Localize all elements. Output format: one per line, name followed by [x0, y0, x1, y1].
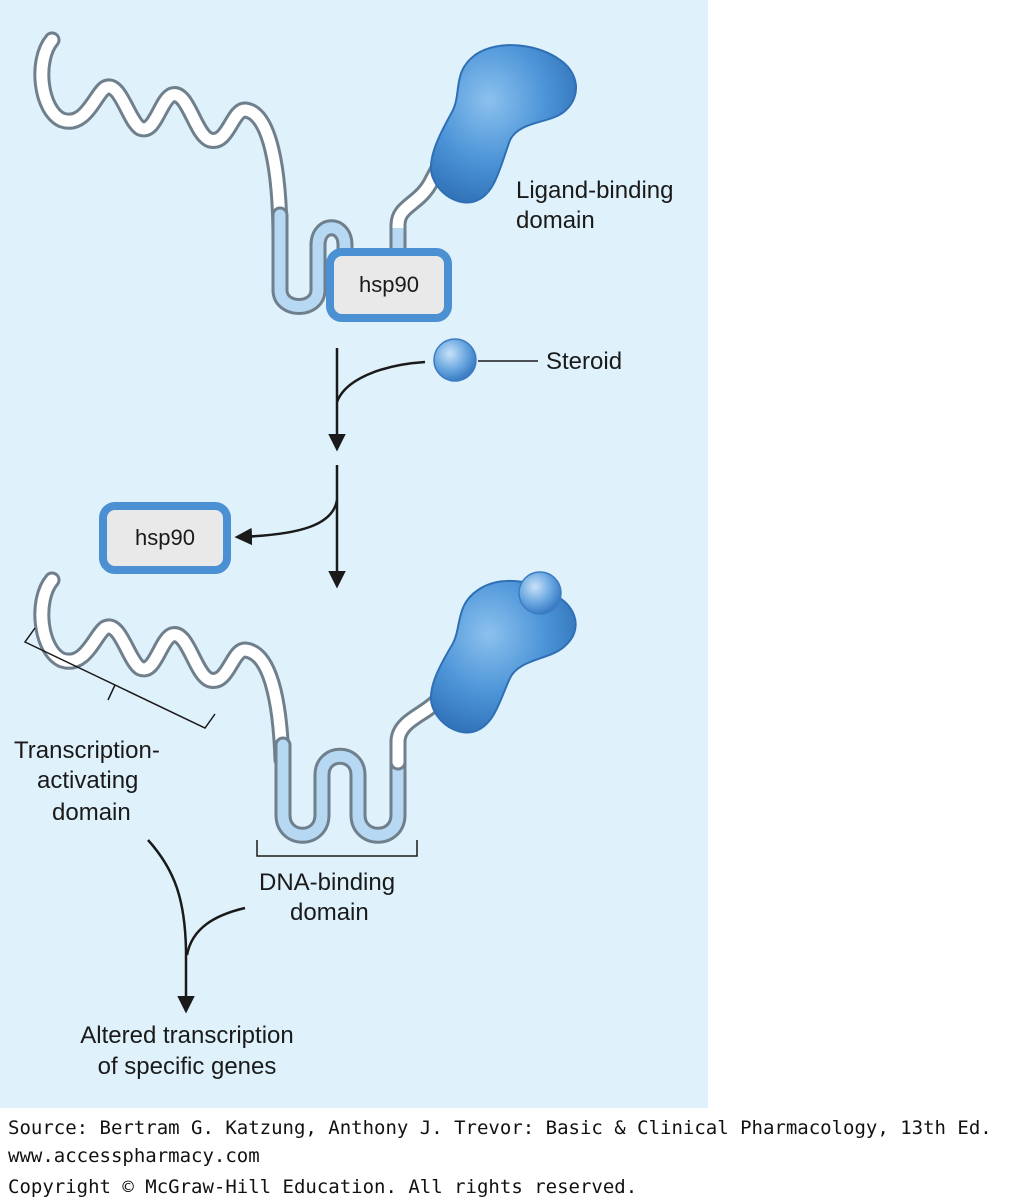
transcription-label-line1: Transcription- — [14, 737, 160, 764]
transcription-label-line2: activating — [37, 767, 138, 794]
dna-binding-label-line1: DNA-binding — [259, 869, 395, 896]
altered-transcription-line1: Altered transcription — [80, 1022, 293, 1049]
hsp90-release-arrow — [234, 465, 346, 589]
dna-binding-bracket — [256, 840, 418, 857]
ligand-binding-label-line2: domain — [516, 207, 595, 234]
copyright-notice: Copyright © McGraw-Hill Education. All r… — [8, 1176, 638, 1198]
hsp90-box-top — [326, 248, 452, 322]
steroid-label: Steroid — [546, 348, 622, 375]
altered-transcription-line2: of specific genes — [98, 1053, 277, 1080]
ligand-binding-domain-shape — [430, 44, 578, 204]
transcription-domain-bracket — [23, 627, 216, 729]
ligand-binding-label-line1: Ligand-binding — [516, 177, 673, 204]
transcription-label-line3: domain — [52, 799, 131, 826]
steroid-binding-arrow — [328, 348, 426, 452]
steroid-sphere-icon — [433, 338, 477, 382]
bound-steroid-sphere-icon — [518, 571, 562, 615]
dna-binding-label-line2: domain — [290, 899, 369, 926]
transcription-outcome-arrow — [147, 839, 246, 1014]
hsp90-box-released — [99, 502, 231, 574]
source-url: www.accesspharmacy.com — [8, 1145, 260, 1167]
hsp90-label-top: hsp90 — [359, 272, 419, 297]
source-citation: Source: Bertram G. Katzung, Anthony J. T… — [8, 1117, 992, 1139]
hsp90-label-released: hsp90 — [135, 525, 195, 550]
receptor-inactive: hsp90 — [33, 31, 578, 322]
